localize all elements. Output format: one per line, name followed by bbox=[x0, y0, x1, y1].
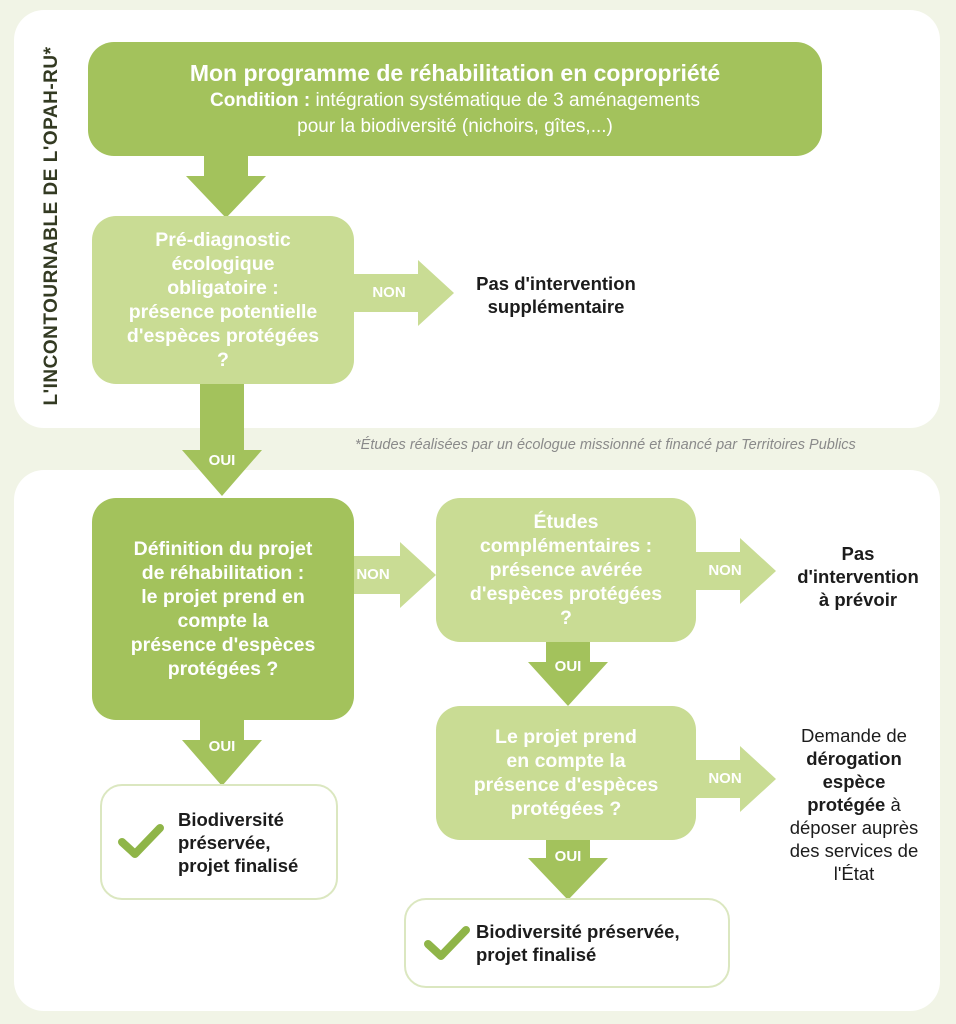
check-icon bbox=[424, 926, 470, 960]
prediag-line: obligatoire : bbox=[167, 277, 279, 299]
arrow-right-definition-non bbox=[354, 542, 436, 608]
arrow-right-etudes-non bbox=[696, 538, 776, 604]
derogation-line-4b: à bbox=[885, 794, 901, 815]
final-box-left: Biodiversité préservée, projet finalisé bbox=[100, 784, 338, 900]
projet-line: présence d'espèces bbox=[473, 774, 659, 796]
etudes-line: Études bbox=[533, 511, 599, 533]
etudes-oui-label: OUI bbox=[554, 658, 582, 675]
derogation-line-1: Demande de bbox=[801, 725, 907, 746]
prediag-oui-label: OUI bbox=[208, 452, 236, 469]
prediag-no-result: Pas d'intervention supplémentaire bbox=[446, 272, 666, 318]
arrow-down-prediag-oui bbox=[182, 384, 262, 496]
arrow-right-prediag-non bbox=[354, 260, 454, 326]
projet-line: Le projet prend bbox=[495, 726, 637, 748]
definition-line: Définition du projet bbox=[133, 538, 313, 560]
prediag-line: écologique bbox=[171, 253, 275, 275]
arrow-down-header bbox=[186, 156, 266, 218]
side-label: L'INCONTOURNABLE DE L'OPAH-RU* bbox=[41, 46, 62, 406]
final-right-text: Biodiversité préservée, projet finalisé bbox=[476, 920, 726, 966]
final-left-line-1: Biodiversité bbox=[178, 809, 284, 830]
etudes-box: Études complémentaires : présence avérée… bbox=[436, 498, 696, 642]
derogation-line-3: espèce bbox=[822, 771, 886, 792]
prediag-line: ? bbox=[217, 349, 229, 371]
projet-non-label: NON bbox=[708, 770, 742, 787]
etudes-line: présence avérée bbox=[489, 559, 643, 581]
definition-line: le projet prend en bbox=[141, 586, 305, 608]
final-right-line-2: projet finalisé bbox=[476, 944, 597, 965]
prediag-no-result-line-1: Pas d'intervention bbox=[476, 273, 636, 294]
definition-line: protégées ? bbox=[167, 658, 279, 680]
derogation-line-5: déposer auprès bbox=[789, 817, 919, 838]
condition-text-1: intégration systématique de 3 aménagemen… bbox=[315, 90, 700, 111]
program-title-box: Mon programme de réhabilitation en copro… bbox=[88, 42, 822, 156]
final-left-text: Biodiversité préservée, projet finalisé bbox=[178, 808, 328, 877]
definition-non-label: NON bbox=[356, 566, 390, 583]
program-title: Mon programme de réhabilitation en copro… bbox=[189, 60, 721, 86]
arrow-down-definition-oui bbox=[182, 720, 262, 786]
derogation-line-2: dérogation bbox=[806, 748, 902, 769]
arrow-down-etudes-oui bbox=[528, 642, 608, 706]
prediag-line: Pré-diagnostic bbox=[155, 229, 291, 251]
derogation-line-6: des services de bbox=[789, 840, 919, 861]
definition-box: Définition du projet de réhabilitation :… bbox=[92, 498, 354, 720]
prediag-line: présence potentielle bbox=[128, 301, 318, 323]
program-condition-line-1: Condition : intégration systématique de … bbox=[210, 88, 700, 114]
final-left-line-3: projet finalisé bbox=[178, 855, 299, 876]
final-box-right: Biodiversité préservée, projet finalisé bbox=[404, 898, 730, 988]
etudes-line: ? bbox=[560, 607, 572, 629]
definition-line: compte la bbox=[177, 610, 269, 632]
prediagnostic-box: Pré-diagnostic écologique obligatoire : … bbox=[92, 216, 354, 384]
projet-line: en compte la bbox=[506, 750, 626, 772]
derogation-line-7: l'État bbox=[833, 863, 875, 884]
etudes-non-label: NON bbox=[708, 562, 742, 579]
etudes-line: d'espèces protégées bbox=[469, 583, 663, 605]
definition-oui-label: OUI bbox=[208, 738, 236, 755]
derogation-text: Demande de dérogation espèce protégée à … bbox=[756, 724, 952, 885]
etudes-line: complémentaires : bbox=[479, 535, 653, 557]
final-left-line-2: préservée, bbox=[178, 832, 271, 853]
derogation-line-4: protégée bbox=[807, 794, 886, 815]
projet-box: Le projet prend en compte la présence d'… bbox=[436, 706, 696, 840]
prediag-line: d'espèces protégées bbox=[126, 325, 320, 347]
program-condition-line-2: pour la biodiversité (nichoirs, gîtes,..… bbox=[297, 116, 613, 137]
etudes-no-result-line-3: à prévoir bbox=[818, 589, 898, 610]
definition-line: de réhabilitation : bbox=[141, 562, 305, 584]
condition-label: Condition : bbox=[210, 90, 311, 111]
footnote: *Études réalisées par un écologue missio… bbox=[355, 437, 856, 453]
definition-line: présence d'espèces bbox=[130, 634, 316, 656]
arrow-down-projet-oui bbox=[528, 840, 608, 900]
prediag-non-label: NON bbox=[372, 284, 406, 301]
projet-oui-label: OUI bbox=[554, 848, 582, 865]
arrow-right-projet-non bbox=[696, 746, 776, 812]
prediag-no-result-line-2: supplémentaire bbox=[487, 296, 625, 317]
final-right-line-1: Biodiversité préservée, bbox=[476, 921, 680, 942]
check-icon bbox=[118, 824, 164, 858]
etudes-no-result: Pas d'intervention à prévoir bbox=[768, 542, 948, 611]
etudes-no-result-line-1: Pas bbox=[841, 543, 875, 564]
etudes-no-result-line-2: d'intervention bbox=[797, 566, 919, 587]
projet-line: protégées ? bbox=[510, 798, 622, 820]
